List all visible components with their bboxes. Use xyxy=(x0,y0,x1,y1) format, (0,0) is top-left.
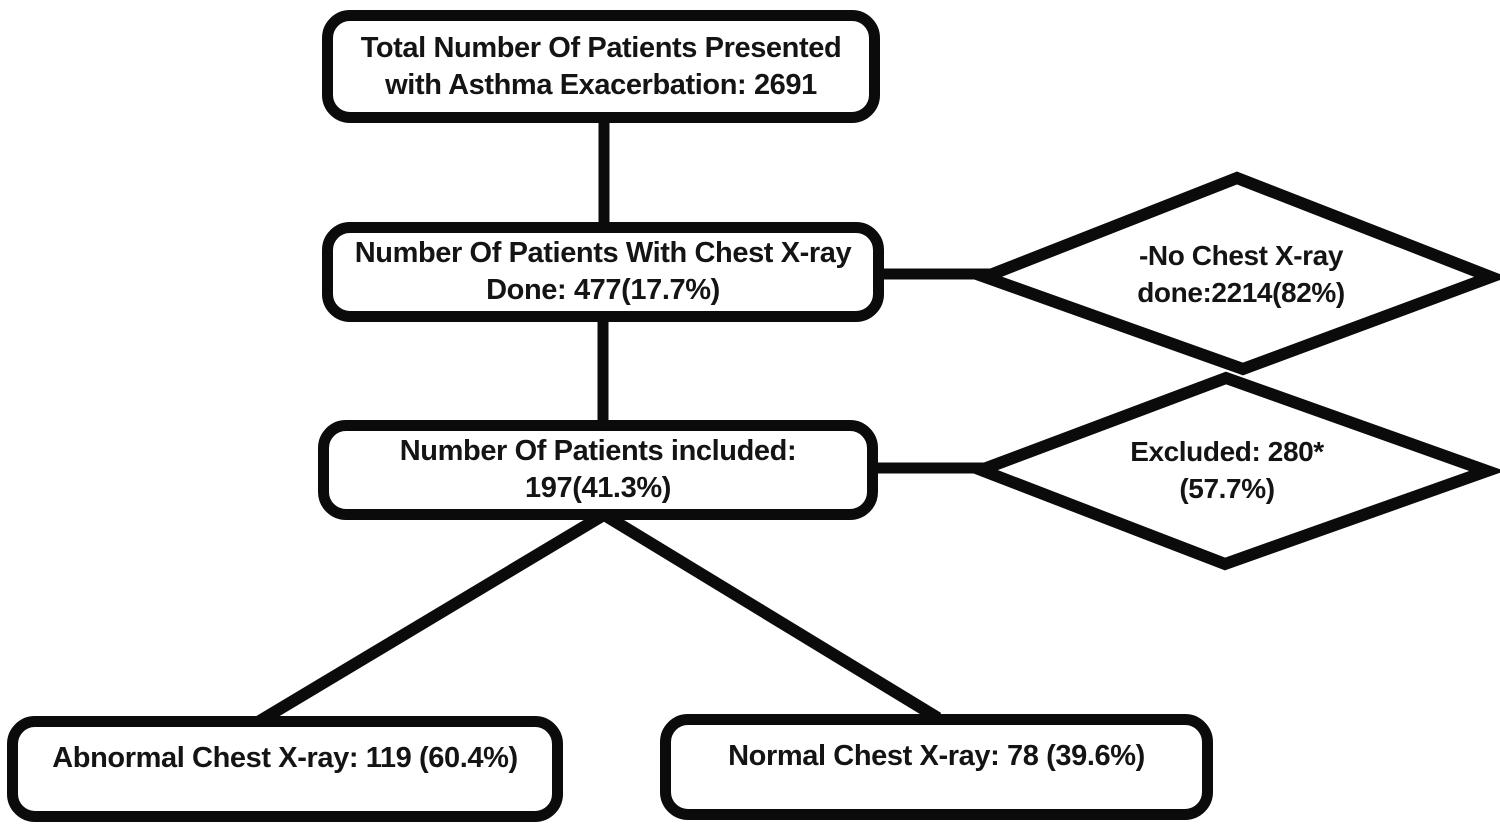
connector-included-to-abnormal xyxy=(254,510,606,728)
node-chest-xray-done-line1: Number Of Patients With Chest X-ray xyxy=(354,237,852,269)
node-abnormal-chest-xray-label: Abnormal Chest X-ray: 119 (60.4%) xyxy=(52,741,518,774)
diamond-no-chest-xray-line1: -No Chest X-ray xyxy=(1138,240,1344,271)
node-normal-chest-xray-label: Normal Chest X-ray: 78 (39.6%) xyxy=(728,739,1145,772)
node-abnormal-chest-xray: Abnormal Chest X-ray: 119 (60.4%) xyxy=(7,716,563,822)
node-patients-included: Number Of Patients included: 197(41.3%) xyxy=(318,420,878,520)
diamond-no-chest-xray-line2: done:2214(82%) xyxy=(1137,277,1345,308)
node-chest-xray-done: Number Of Patients With Chest X-ray Done… xyxy=(322,222,884,322)
diamond-excluded-line2: (57.7%) xyxy=(1179,473,1275,504)
diamond-excluded-line1: Excluded: 280* xyxy=(1130,436,1324,467)
diamond-no-chest-xray xyxy=(967,171,1500,376)
diamond-excluded xyxy=(964,371,1500,571)
node-chest-xray-done-line2: Done: 477(17.7%) xyxy=(486,274,720,306)
node-total-patients-line2: with Asthma Exacerbation: 2691 xyxy=(385,68,817,101)
diamond-excluded-label: Excluded: 280* (57.7%) xyxy=(1027,433,1427,507)
node-total-patients: Total Number Of Patients Presented with … xyxy=(322,10,880,123)
node-patients-included-line2: 197(41.3%) xyxy=(525,472,671,504)
node-patients-included-line1: Number Of Patients included: xyxy=(399,435,797,467)
node-total-patients-line1: Total Number Of Patients Presented xyxy=(360,31,842,64)
node-normal-chest-xray: Normal Chest X-ray: 78 (39.6%) xyxy=(660,714,1213,820)
diamond-no-chest-xray-label: -No Chest X-ray done:2214(82%) xyxy=(1041,237,1441,311)
connector-included-to-normal xyxy=(602,510,942,724)
